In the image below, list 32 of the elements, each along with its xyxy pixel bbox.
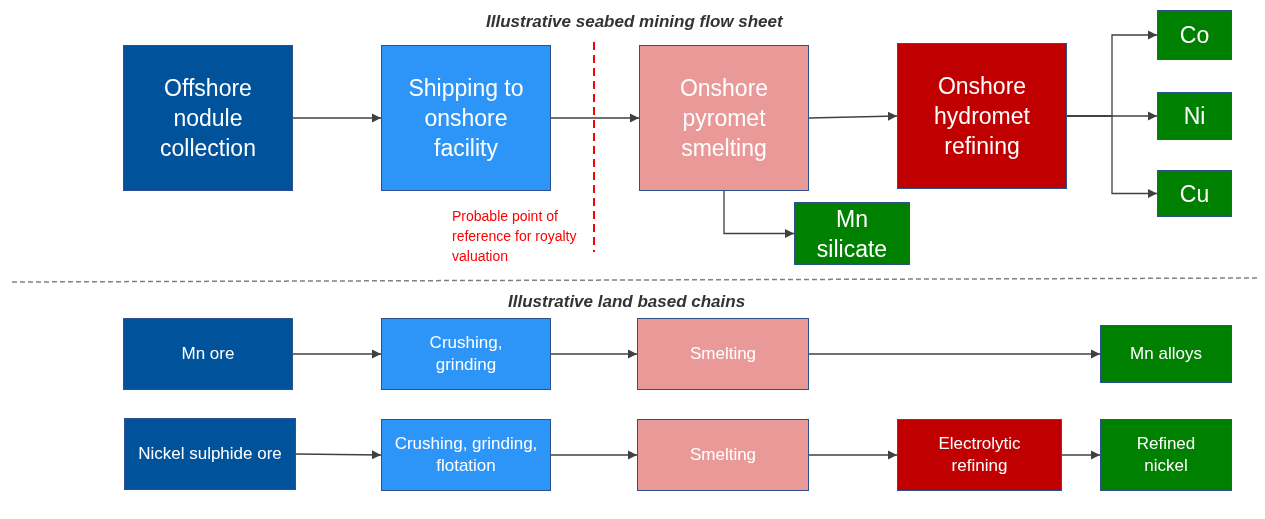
arrow: [808, 450, 898, 460]
arrow: [550, 113, 640, 123]
arrow: [550, 450, 638, 460]
product-box: Cu: [1157, 170, 1232, 217]
source-box: Mn ore: [123, 318, 293, 390]
section-title: Illustrative land based chains: [508, 291, 746, 313]
product-box: Mn alloys: [1100, 325, 1232, 383]
source-box: Nickel sulphide ore: [124, 418, 296, 490]
arrow: [292, 113, 382, 123]
process-box: Onshore pyromet smelting: [639, 45, 809, 191]
arrow: [1061, 450, 1101, 460]
product-box: Refined nickel: [1100, 419, 1232, 491]
process-box: Crushing, grinding: [381, 318, 551, 390]
process-box: Smelting: [637, 419, 809, 491]
arrow: [1066, 115, 1158, 199]
arrow: [808, 111, 898, 121]
process-box: Shipping to onshore facility: [381, 45, 551, 191]
product-box: Co: [1157, 10, 1232, 60]
arrow: [550, 349, 638, 359]
annotation-text: Probable point of reference for royalty valuation: [452, 207, 578, 266]
diagram-title: Illustrative seabed mining flow sheet: [486, 11, 783, 33]
arrow: [808, 349, 1101, 359]
source-box: Offshore nodule collection: [123, 45, 293, 191]
process-box: Onshore hydromet refining: [897, 43, 1067, 189]
product-box: Mn silicate: [794, 202, 910, 265]
process-box: Electrolytic refining: [897, 419, 1062, 491]
product-box: Ni: [1157, 92, 1232, 140]
arrow: [723, 190, 795, 239]
arrow: [295, 450, 382, 460]
arrow: [292, 349, 382, 359]
process-box: Smelting: [637, 318, 809, 390]
process-box: Crushing, grinding, flotation: [381, 419, 551, 491]
